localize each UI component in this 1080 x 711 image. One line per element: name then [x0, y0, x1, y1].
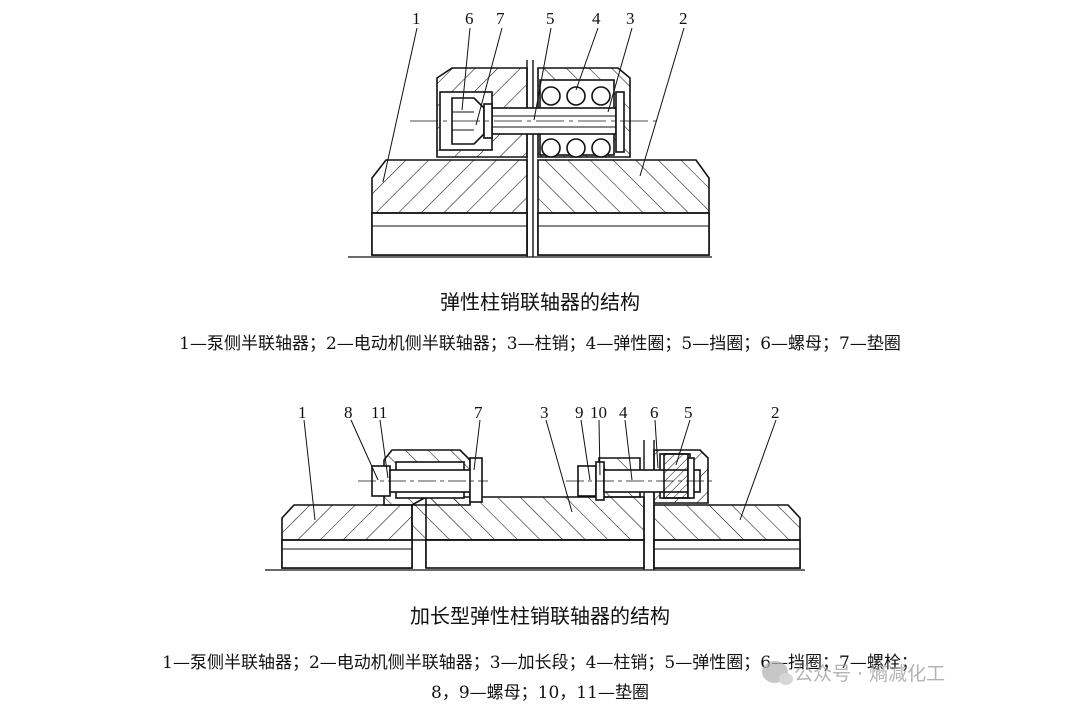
callout2-10: 10: [590, 403, 607, 422]
callout2-1: 1: [298, 403, 307, 422]
callout2-3: 3: [540, 403, 549, 422]
figure1-callouts: 1 6 7 5 4 3 2: [412, 9, 688, 28]
figure1-legend: 1—泵侧半联轴器；2—电动机侧半联轴器；3—柱销；4—弹性圈；5—挡圈；6—螺母…: [179, 334, 901, 354]
callout2-11: 11: [371, 403, 387, 422]
figure1-drawing: [348, 27, 712, 258]
left-bolt-assembly: [358, 449, 488, 506]
figure1-title: 弹性柱销联轴器的结构: [440, 290, 640, 314]
pump-side-half-coupling-2: [281, 504, 413, 569]
callout-2: 2: [679, 9, 688, 28]
figure2-legend-line1: 1—泵侧半联轴器；2—电动机侧半联轴器；3—加长段；4—柱销；5—弹性圈；6—挡…: [162, 653, 918, 673]
callout2-2: 2: [771, 403, 780, 422]
callout-1: 1: [412, 9, 421, 28]
watermark: 公众号 · 熵减化工: [762, 652, 1052, 692]
callout2-7: 7: [474, 403, 483, 422]
figure2-drawing: [265, 419, 805, 571]
callout-7: 7: [496, 9, 505, 28]
callout2-9: 9: [575, 403, 584, 422]
watermark-text: 公众号 · 熵减化工: [794, 662, 946, 685]
right-pin-assembly: [566, 453, 716, 501]
figure2-title: 加长型弹性柱销联轴器的结构: [410, 604, 670, 628]
figure2-callouts: 1 8 11 7 3 9 10 4 6 5 2: [298, 403, 780, 422]
elastic-rings: [541, 86, 611, 158]
callout2-8: 8: [344, 403, 353, 422]
pump-side-half-coupling: [371, 67, 528, 256]
callout2-6: 6: [650, 403, 659, 422]
figure2-legend-line2: 8，9—螺母；10，11—垫圈: [431, 683, 649, 703]
callout2-5: 5: [684, 403, 693, 422]
callout-3: 3: [626, 9, 635, 28]
callout-6: 6: [465, 9, 474, 28]
callout-5: 5: [546, 9, 555, 28]
wechat-icon: [762, 661, 793, 685]
callout2-4: 4: [619, 403, 628, 422]
callout-4: 4: [592, 9, 601, 28]
